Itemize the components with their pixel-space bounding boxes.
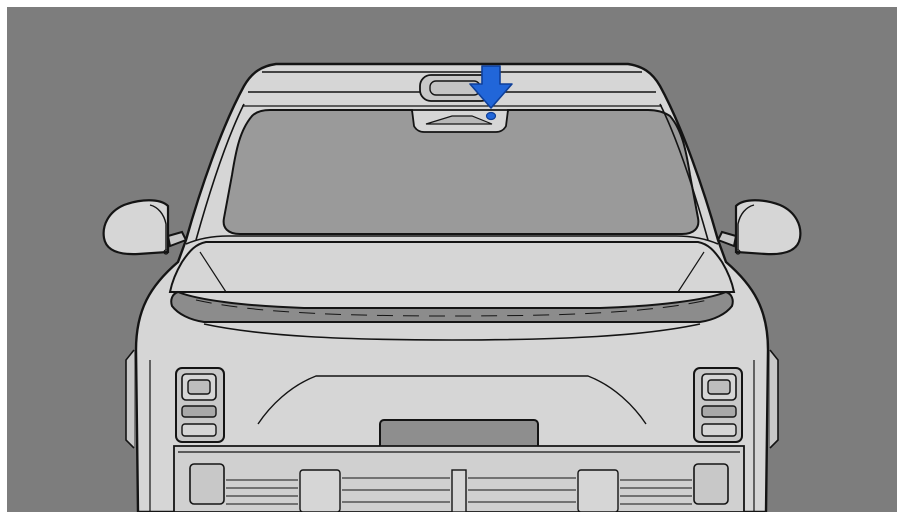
left-headlamp: [176, 368, 224, 442]
front-bumper: [174, 446, 744, 512]
sensor-dot-icon: [487, 113, 496, 120]
hood: [170, 242, 734, 292]
right-headlamp: [694, 368, 742, 442]
